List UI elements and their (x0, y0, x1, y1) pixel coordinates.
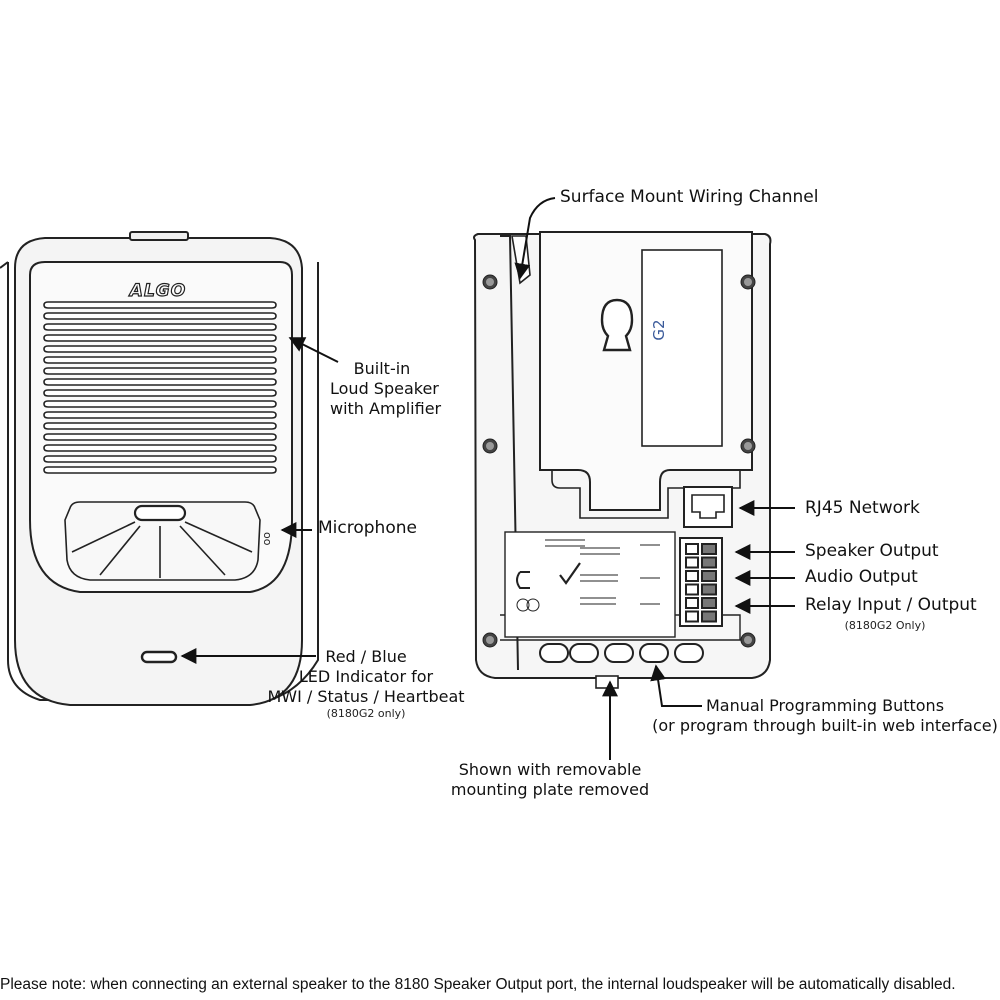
rj45-label: RJ45 Network (805, 498, 920, 518)
panel-label: G2 (650, 319, 668, 340)
terminal-pin (685, 570, 699, 582)
terminal-screw (701, 556, 717, 569)
buttons-label: Manual Programming Buttons (or program t… (650, 696, 1000, 736)
terminal-screw (701, 583, 717, 596)
grille-slot (43, 433, 277, 441)
grille-slot (43, 389, 277, 397)
grille-slot (43, 312, 277, 320)
plate-tab (595, 675, 619, 689)
grille-slot (43, 334, 277, 342)
terminal-pin (685, 556, 699, 569)
screw-icon (740, 632, 756, 648)
programming-button (569, 643, 599, 663)
back-device (473, 231, 772, 679)
terminal-screw (701, 570, 717, 582)
device-logo: ALGO (128, 281, 186, 301)
grille-slot (43, 455, 277, 463)
screw-icon (482, 274, 498, 290)
footer-note: Please note: when connecting an external… (0, 976, 956, 993)
screw-icon (740, 438, 756, 454)
speaker-label: Built-in Loud Speaker with Amplifier (330, 359, 442, 419)
relay-note: (8180G2 Only) (844, 619, 926, 632)
led-label-line2: LED Indicator for (298, 667, 434, 686)
speaker-label-line3: with Amplifier (330, 399, 442, 418)
grille-slot (43, 323, 277, 331)
speaker-label-line2: Loud Speaker (330, 379, 439, 398)
compliance-sticker (516, 539, 660, 612)
relay-label: Relay Input / Output (805, 595, 977, 615)
grille-slot (43, 411, 277, 419)
plate-label: Shown with removable mounting plate remo… (440, 760, 660, 800)
grille-slot (43, 367, 277, 375)
grille-slot (43, 301, 277, 309)
terminal-screw (701, 610, 717, 623)
grille-slot (43, 444, 277, 452)
terminal-pin (685, 583, 699, 596)
programming-button (639, 643, 669, 663)
terminal-screw (701, 597, 717, 609)
programming-buttons (539, 643, 704, 663)
grille-slot (43, 466, 277, 474)
led-label: Red / Blue LED Indicator for MWI / Statu… (258, 647, 474, 721)
plate-label-line1: Shown with removable (458, 760, 642, 779)
grille-slot (43, 356, 277, 364)
led-label-line1: Red / Blue (325, 647, 407, 666)
buttons-label-line1: Manual Programming Buttons (705, 696, 945, 715)
callout-arrows (180, 197, 795, 760)
grille-slot (43, 422, 277, 430)
terminal-pin (685, 543, 699, 555)
programming-button (539, 643, 569, 663)
speaker-label-line1: Built-in (353, 359, 411, 378)
grille-slot (43, 378, 277, 386)
microphone-label: Microphone (318, 518, 417, 538)
rj45-jack (683, 486, 733, 528)
screw-icon (740, 274, 756, 290)
grille-slot (43, 400, 277, 408)
audio-output-label: Audio Output (805, 567, 918, 587)
terminal-pin (685, 610, 699, 623)
led-indicator (140, 650, 178, 664)
buttons-label-line2: (or program through built-in web interfa… (652, 716, 998, 735)
led-label-line3: MWI / Status / Heartbeat (267, 687, 465, 706)
mic-hole-icon: oo (261, 532, 274, 546)
led-label-note: (8180G2 only) (326, 707, 406, 720)
terminal-screw (701, 543, 717, 555)
screw-icon (482, 632, 498, 648)
programming-button (604, 643, 634, 663)
plate-label-line2: mounting plate removed (450, 780, 650, 799)
programming-button (674, 643, 704, 663)
screw-icon (482, 438, 498, 454)
terminal-pin (685, 597, 699, 609)
speaker-output-label: Speaker Output (805, 541, 939, 561)
speaker-grille (43, 301, 277, 474)
terminal-block (679, 537, 723, 627)
grille-slot (43, 345, 277, 353)
surface-mount-label: Surface Mount Wiring Channel (560, 187, 819, 207)
microphone-recess (64, 501, 261, 581)
mounting-screws (482, 274, 756, 648)
